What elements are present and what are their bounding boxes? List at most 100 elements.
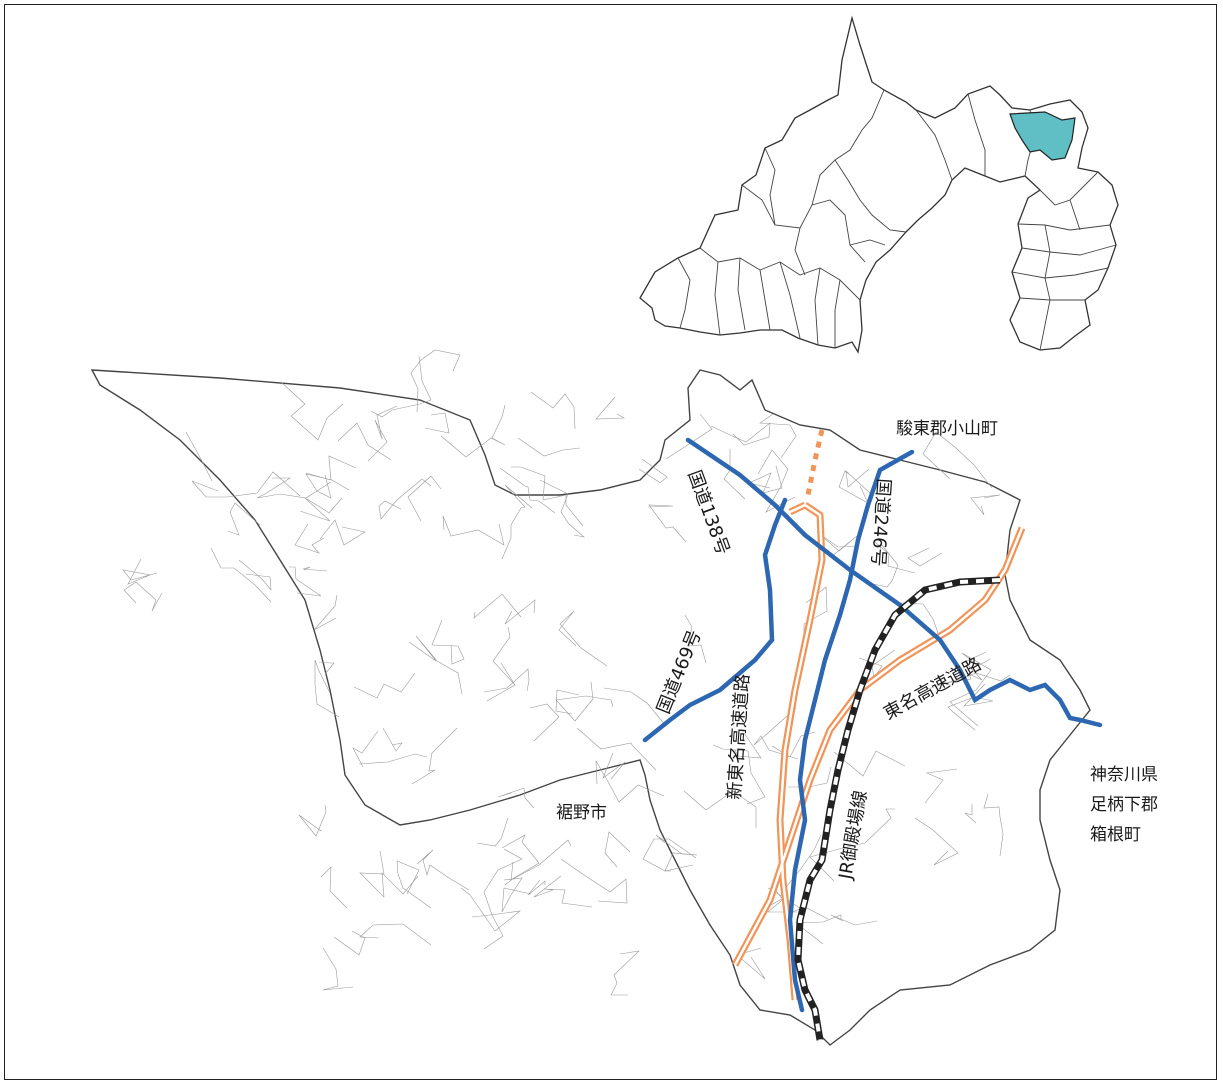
minor-road bbox=[788, 766, 832, 788]
expressway-inner-line bbox=[789, 503, 806, 514]
minor-road bbox=[289, 566, 322, 597]
minor-road bbox=[576, 727, 657, 771]
minor-road bbox=[294, 523, 325, 554]
minor-road bbox=[759, 413, 797, 459]
minor-road bbox=[382, 727, 403, 752]
minor-road bbox=[602, 752, 626, 780]
minor-road bbox=[460, 887, 522, 932]
minor-road bbox=[416, 849, 470, 891]
minor-road bbox=[431, 619, 465, 665]
minor-road bbox=[123, 581, 163, 612]
highlighted-municipality bbox=[1009, 111, 1076, 161]
minor-road bbox=[946, 672, 1011, 684]
minor-road bbox=[319, 519, 366, 546]
label-hakone: 箱根町 bbox=[1090, 825, 1141, 845]
minor-road bbox=[816, 531, 858, 557]
minor-road bbox=[238, 559, 272, 591]
minor-road bbox=[256, 477, 332, 499]
minor-road bbox=[411, 727, 458, 785]
minor-road bbox=[914, 817, 959, 866]
minor-road bbox=[753, 707, 799, 760]
minor-road bbox=[638, 458, 668, 484]
label-kanagawa-pref: 神奈川県 bbox=[1090, 765, 1158, 785]
minor-road bbox=[683, 790, 757, 828]
minor-road bbox=[795, 914, 842, 945]
national-roads bbox=[642, 437, 1103, 1013]
minor-road bbox=[359, 850, 419, 898]
minor-road bbox=[501, 877, 532, 913]
minor-road bbox=[396, 860, 432, 909]
minor-road bbox=[527, 879, 546, 896]
minor-road bbox=[185, 431, 213, 482]
minor-road bbox=[712, 744, 766, 805]
minor-road bbox=[442, 515, 505, 546]
minor-road bbox=[191, 471, 301, 498]
minor-road bbox=[407, 475, 442, 522]
minor-road bbox=[358, 753, 428, 765]
minor-road bbox=[210, 547, 272, 603]
minor-road bbox=[710, 422, 771, 446]
minor-road bbox=[320, 866, 348, 909]
minor-road bbox=[529, 703, 560, 742]
minor-road bbox=[501, 484, 533, 560]
city-map bbox=[90, 349, 1091, 1046]
minor-road bbox=[809, 808, 895, 882]
minor-road bbox=[352, 730, 379, 768]
minor-road bbox=[510, 839, 572, 881]
minor-road bbox=[408, 635, 463, 695]
route-469-line bbox=[642, 497, 788, 743]
minor-road bbox=[302, 566, 328, 572]
minor-road bbox=[595, 396, 626, 420]
minor-road bbox=[874, 541, 916, 574]
minor-road bbox=[924, 768, 958, 804]
minor-road bbox=[647, 504, 687, 543]
minor-road bbox=[723, 449, 746, 500]
minor-road bbox=[595, 760, 665, 803]
minor-road bbox=[305, 455, 357, 481]
minor-road bbox=[757, 449, 796, 513]
minor-road bbox=[838, 470, 869, 504]
minor-road bbox=[833, 750, 906, 777]
minor-road bbox=[473, 593, 522, 619]
minor-road bbox=[539, 479, 586, 538]
minor-road bbox=[907, 547, 943, 567]
minor-road bbox=[922, 431, 993, 489]
minor-road bbox=[318, 661, 335, 675]
route-138-line bbox=[685, 437, 1103, 728]
minor-road bbox=[483, 668, 530, 693]
prefecture-locator-inset bbox=[639, 15, 1119, 354]
minor-road bbox=[280, 381, 344, 441]
jr-gotemba-line bbox=[794, 576, 1001, 1041]
minor-road bbox=[858, 649, 896, 679]
minor-road bbox=[122, 558, 158, 585]
minor-road bbox=[322, 947, 354, 991]
minor-road bbox=[499, 467, 556, 514]
label-susono: 裾野市 bbox=[556, 803, 607, 823]
minor-road bbox=[684, 614, 707, 664]
minor-road bbox=[476, 817, 509, 847]
minor-road bbox=[424, 412, 450, 434]
minor-road bbox=[440, 404, 506, 458]
minor-road bbox=[486, 626, 516, 702]
minor-road bbox=[533, 875, 593, 908]
minor-road bbox=[560, 858, 628, 904]
minor-road bbox=[830, 914, 878, 926]
minor-road bbox=[734, 732, 762, 759]
minor-road bbox=[949, 652, 992, 727]
minor-road bbox=[604, 831, 631, 868]
minor-road bbox=[298, 804, 327, 837]
minor-road bbox=[736, 947, 766, 980]
minor-road bbox=[483, 848, 523, 950]
minor-road bbox=[610, 950, 640, 996]
minor-road bbox=[558, 610, 608, 667]
minor-road bbox=[845, 468, 872, 495]
minor-road bbox=[227, 502, 261, 536]
minor-road bbox=[359, 923, 432, 946]
prefecture-outline bbox=[639, 15, 1119, 354]
minor-road bbox=[517, 437, 581, 457]
minor-road bbox=[781, 834, 822, 893]
city-outline bbox=[90, 369, 1091, 1046]
route-246-line bbox=[787, 449, 915, 1013]
minor-road bbox=[314, 659, 340, 718]
